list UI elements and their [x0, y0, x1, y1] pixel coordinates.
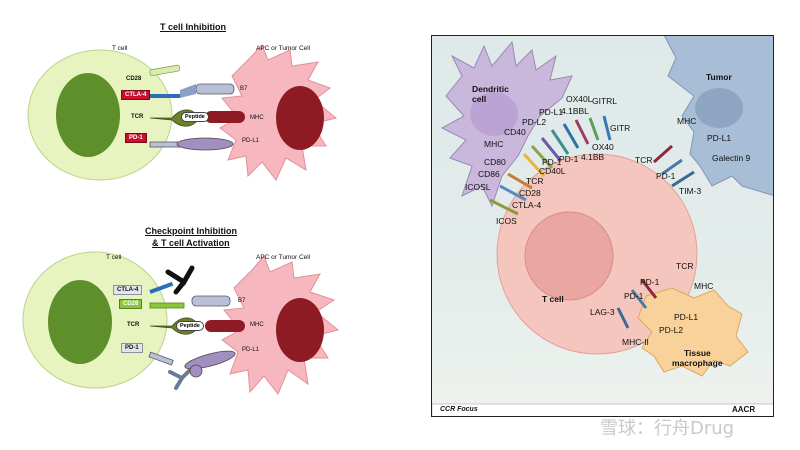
dc-label-cd40l: CD40L: [539, 166, 566, 176]
bottom-apc-label: APC or Tumor Cell: [256, 254, 311, 261]
mac-label-mhc: MHC: [694, 281, 714, 291]
tumor-label-tim3: TIM-3: [679, 186, 702, 196]
mac-label-pd1b: PD-1: [624, 291, 644, 301]
mac-label-mhc2: MHC-II: [622, 337, 649, 347]
ctla4-receptor-top: [150, 94, 180, 98]
top-pd1-tag: PD-1: [125, 133, 147, 143]
dc-label-mhc: MHC: [484, 139, 504, 149]
apc-nucleus-top: [276, 86, 324, 150]
b7-ligand-top: [195, 83, 235, 95]
tumor-label-galectin9: Galectin 9: [712, 153, 751, 163]
top-t-cell-label: T cell: [112, 45, 128, 52]
pd1-receptor-top: [149, 141, 181, 148]
dc-label-pdl2: PD-L2: [522, 117, 547, 127]
bottom-b7-label: B7: [238, 298, 246, 304]
dc-label-4-1bbl: 4.1BBL: [561, 106, 589, 116]
tumor-label-mhc: MHC: [677, 116, 697, 126]
bottom-title-line2: & T cell Activation: [152, 238, 230, 248]
tumor-nucleus: [695, 88, 743, 128]
top-apc-label: APC or Tumor Cell: [256, 45, 311, 52]
bottom-peptide-label: Peptide: [176, 321, 204, 331]
dc-label-cd80: CD80: [484, 157, 506, 167]
watermark: 雪球：行舟Drug: [600, 418, 735, 439]
dc-label-pd1-a: PD-1: [559, 154, 579, 164]
top-b7-label: B7: [240, 86, 248, 92]
dc-label-tcr: TCR: [526, 176, 544, 186]
label-tumor: Tumor: [706, 72, 732, 82]
tumor-synapse-molecules: [653, 144, 695, 188]
dc-label-pdl1: PD-L1: [539, 107, 564, 117]
mac-label-lag3: LAG-3: [590, 307, 615, 317]
dc-label-cd86: CD86: [478, 169, 500, 179]
pdl1-ligand-bottom: [184, 350, 236, 370]
bottom-title-line1: Checkpoint Inhibition: [145, 226, 237, 236]
mhc-ligand-top: [205, 111, 245, 123]
pdl1-ligand-top: [176, 137, 234, 151]
mac-label-pdl2: PD-L2: [659, 325, 684, 335]
dc-label-4-1bb: 4.1BB: [581, 152, 605, 162]
top-pdl1-label: PD-L1: [242, 138, 260, 144]
label-t-cell-center: T cell: [542, 294, 564, 304]
top-tcr-label: TCR: [131, 114, 144, 120]
ctla4-receptor-bottom: [149, 281, 174, 294]
dendritic-nucleus: [470, 92, 518, 136]
dc-label-gitrl: GITRL: [592, 96, 618, 106]
mac-label-tcr: TCR: [676, 261, 694, 271]
left-diagram: [22, 44, 340, 395]
macrophage-synapse-molecules: [616, 279, 658, 329]
dc-label-pd1-b: PD-1: [542, 157, 562, 167]
bottom-t-cell-label: T cell: [106, 254, 122, 261]
bottom-pd1-tag: PD-1: [121, 343, 143, 353]
bottom-ctla4-tag: CTLA-4: [113, 285, 143, 295]
top-title: T cell Inhibition: [160, 22, 226, 32]
label-macrophage-2: macrophage: [672, 358, 723, 368]
top-ctla4-tag: CTLA-4: [121, 90, 151, 100]
top-cd28-label: CD28: [126, 76, 142, 82]
label-dendritic-cell: Dendritic cell: [472, 84, 509, 104]
cd28-receptor-bottom: [149, 302, 185, 309]
top-peptide-label: Peptide: [181, 112, 209, 122]
mac-label-pdl1: PD-L1: [674, 312, 699, 322]
antibody-icon-pd1: [168, 368, 192, 390]
antibody-icon-ctla4: [165, 265, 195, 295]
tumor-label-tcr: TCR: [635, 155, 653, 165]
apc-nucleus-bottom: [276, 298, 324, 362]
tissue-macrophage: [637, 287, 749, 377]
dc-label-icos: ICOS: [496, 216, 517, 226]
b7-ligand-bottom: [191, 295, 231, 307]
bottom-mhc-label: MHC: [250, 322, 264, 328]
bottom-pdl1-label: PD-L1: [242, 347, 260, 353]
dc-label-cd40: CD40: [504, 127, 526, 137]
ccr-focus-panel: Dendritic cell Tumor T cell Tissue macro…: [431, 35, 774, 417]
pd1-receptor-bottom: [148, 351, 174, 366]
dc-label-ox40l: OX40L: [566, 94, 593, 104]
dc-label-ctla4: CTLA-4: [512, 200, 542, 210]
dc-label-gitr: GITR: [610, 123, 631, 133]
bottom-tcr-label: TCR: [127, 322, 140, 328]
footer-ccr-focus: CCR Focus: [440, 406, 478, 413]
mac-label-pd1a: PD-1: [640, 277, 660, 287]
bottom-cd28-tag: CD28: [119, 299, 143, 309]
t-cell-nucleus-top: [56, 73, 120, 157]
label-macrophage-1: Tissue: [684, 348, 711, 358]
top-scene: [27, 44, 338, 181]
t-cell-nucleus-bottom: [48, 280, 112, 364]
dc-label-icosl: ICOSL: [465, 182, 491, 192]
tumor-label-pd1: PD-1: [656, 171, 676, 181]
dc-synapse-molecules: [489, 115, 612, 216]
t-cell-center-nucleus: [524, 211, 614, 301]
footer-bar: [432, 403, 773, 416]
footer-aacr: AACR: [732, 405, 756, 414]
tumor-label-pdl1: PD-L1: [707, 133, 732, 143]
dc-label-ox40: OX40: [592, 142, 614, 152]
cd28-receptor-top: [149, 64, 181, 77]
mhc-ligand-bottom: [205, 320, 245, 332]
right-diagram: [432, 36, 773, 416]
top-mhc-label: MHC: [250, 115, 264, 121]
dc-label-cd28: CD28: [519, 188, 541, 198]
